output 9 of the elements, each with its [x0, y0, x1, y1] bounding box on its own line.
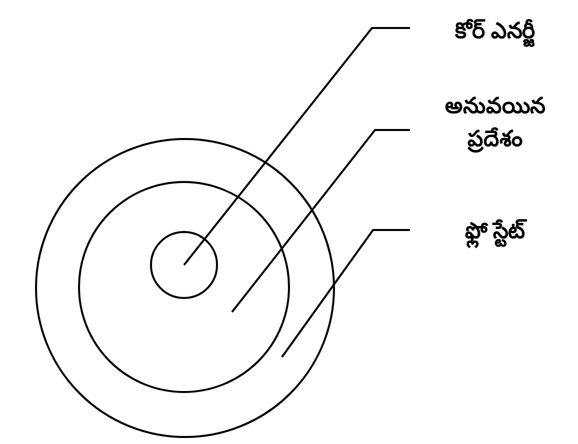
leader-line	[183, 27, 410, 266]
label-text: అనువయిన ప్రదేశం	[415, 82, 575, 162]
label-text: కోర్ ఎనర్జీ	[415, 8, 575, 52]
leader-line	[231, 129, 410, 313]
circle-ring	[35, 138, 335, 438]
circle-ring	[150, 231, 218, 299]
label-text: ఫ్లో స్టేట్	[415, 208, 575, 252]
leader-line	[281, 229, 410, 358]
circle-ring	[78, 181, 290, 393]
